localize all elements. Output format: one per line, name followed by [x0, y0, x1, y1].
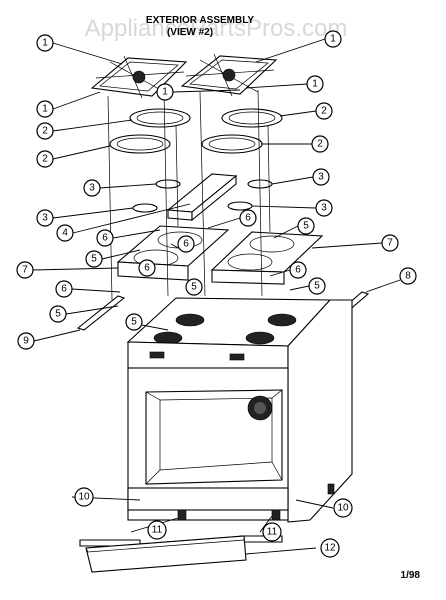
svg-text:1: 1 — [162, 87, 168, 98]
svg-text:2: 2 — [317, 139, 323, 150]
callout-1-top-left: 1 — [36, 34, 54, 52]
callout-6-left-mid: 6 — [138, 259, 156, 277]
callout-5-right-lower: 5 — [308, 277, 326, 295]
burner-cap-right-lower — [227, 201, 253, 211]
svg-text:1: 1 — [42, 38, 48, 49]
svg-text:10: 10 — [337, 503, 349, 514]
assembly-guide-lines — [107, 89, 271, 301]
drip-pan-right-front — [211, 269, 285, 285]
callout-3-left-lower: 3 — [36, 209, 54, 227]
svg-text:2: 2 — [42, 126, 48, 137]
svg-text:5: 5 — [314, 281, 320, 292]
svg-text:11: 11 — [267, 527, 278, 538]
callout-11-left: 11 — [147, 520, 167, 540]
callout-5-center: 5 — [185, 278, 203, 296]
kick-panel-12 — [85, 535, 247, 573]
burner-ring-left-lower — [109, 134, 171, 154]
svg-text:2: 2 — [321, 106, 327, 117]
svg-text:6: 6 — [102, 233, 108, 244]
callout-3-left-upper: 3 — [83, 179, 101, 197]
svg-text:3: 3 — [318, 172, 324, 183]
callout-1-top-right: 1 — [324, 30, 342, 48]
svg-text:7: 7 — [22, 265, 28, 276]
callout-10-left: 10 — [74, 487, 94, 507]
watermark-text: AppliancePartsPros.com — [85, 15, 348, 42]
callout-3-right-upper: 3 — [312, 168, 330, 186]
callout-6-center-upper: 6 — [239, 209, 257, 227]
svg-text:12: 12 — [324, 543, 336, 554]
callout-12: 12 — [320, 538, 340, 558]
callout-6-right-mid: 6 — [289, 261, 307, 279]
callout-7-left: 7 — [16, 261, 34, 279]
svg-text:5: 5 — [191, 282, 197, 293]
callout-9: 9 — [17, 332, 35, 350]
svg-text:11: 11 — [152, 525, 163, 536]
callout-7-right: 7 — [381, 234, 399, 252]
callout-2-left-lower: 2 — [36, 150, 54, 168]
callout-2-right-upper: 2 — [315, 102, 333, 120]
callout-5-right-upper: 5 — [297, 217, 315, 235]
range-body — [126, 297, 353, 523]
svg-text:1: 1 — [330, 34, 336, 45]
svg-text:7: 7 — [387, 238, 393, 249]
drip-pan-left — [116, 225, 230, 267]
grate-left — [90, 55, 188, 99]
burner-ring-right-upper — [221, 108, 283, 128]
callout-2-left-upper: 2 — [36, 122, 54, 140]
callout-11-right: 11 — [262, 522, 282, 542]
grate-right — [180, 53, 278, 97]
svg-text:6: 6 — [245, 213, 251, 224]
side-trim-left — [76, 295, 126, 331]
svg-text:5: 5 — [91, 254, 97, 265]
callout-5-front: 5 — [125, 313, 143, 331]
burner-ring-right-lower — [201, 134, 263, 154]
callout-1-right: 1 — [306, 75, 324, 93]
callout-6-left-lower: 6 — [55, 280, 73, 298]
svg-text:6: 6 — [183, 239, 189, 250]
callout-5-left-mid: 5 — [85, 250, 103, 268]
title-line-1: EXTERIOR ASSEMBLY — [146, 15, 254, 26]
svg-text:8: 8 — [405, 271, 411, 282]
svg-text:10: 10 — [78, 492, 90, 503]
date-code: 1/98 — [401, 570, 421, 581]
svg-text:6: 6 — [295, 265, 301, 276]
svg-text:3: 3 — [42, 213, 48, 224]
callout-1-left: 1 — [36, 100, 54, 118]
callout-2-right-lower: 2 — [311, 135, 329, 153]
svg-text:5: 5 — [303, 221, 309, 232]
svg-text:3: 3 — [89, 183, 95, 194]
burner-cap-left-lower — [132, 203, 158, 213]
svg-text:9: 9 — [23, 336, 29, 347]
svg-text:5: 5 — [131, 317, 137, 328]
svg-text:6: 6 — [144, 263, 150, 274]
svg-text:2: 2 — [42, 154, 48, 165]
callout-6-center: 6 — [177, 235, 195, 253]
svg-text:1: 1 — [312, 79, 318, 90]
callout-10-right: 10 — [333, 498, 353, 518]
callout-3-right-lower: 3 — [315, 199, 333, 217]
svg-text:6: 6 — [61, 284, 67, 295]
callout-8: 8 — [399, 267, 417, 285]
callout-5-left-lower: 5 — [49, 305, 67, 323]
burner-cap-left-upper — [155, 179, 181, 189]
callout-1-center: 1 — [156, 83, 174, 101]
callout-4: 4 — [56, 224, 74, 242]
svg-text:3: 3 — [321, 203, 327, 214]
burner-ring-left-upper — [129, 108, 191, 128]
leader-lines — [32, 38, 401, 555]
svg-text:5: 5 — [55, 309, 61, 320]
title-line-2: (VIEW #2) — [167, 27, 213, 38]
callout-6-left-upper: 6 — [96, 229, 114, 247]
svg-text:1: 1 — [42, 104, 48, 115]
svg-text:4: 4 — [62, 228, 68, 239]
